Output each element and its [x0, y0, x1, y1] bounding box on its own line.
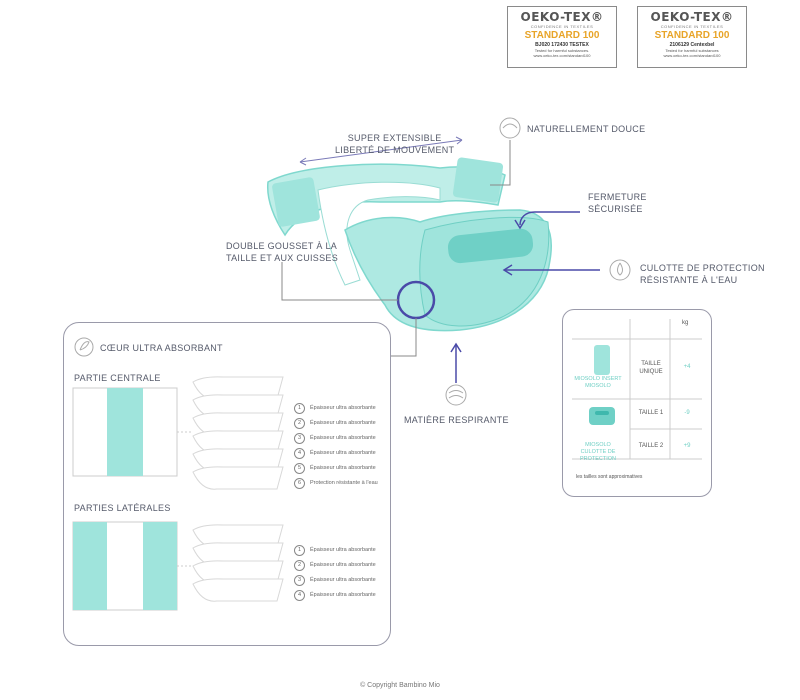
size-weight: -9 — [684, 410, 690, 416]
center-layer-label: Épaisseur ultra absorbante — [310, 465, 376, 471]
center-layer-label: Épaisseur ultra absorbante — [310, 420, 376, 426]
cert-url: www.oeko-tex.com/standard100 — [533, 53, 591, 58]
cert-number: 2106129 Centexbel — [669, 42, 715, 48]
layer-number: 5 — [294, 463, 305, 474]
cert-brand: OEKO-TEX® — [520, 10, 604, 24]
oeko-tex-certificate-1: OEKO-TEX® CONFIDENCE IN TEXTILES STANDAR… — [507, 6, 617, 68]
copyright: © Copyright Bambino Mio — [360, 682, 440, 689]
diaper-waistband — [266, 163, 506, 237]
size-label: TAILLE 2 — [638, 443, 664, 449]
cert-standard: STANDARD 100 — [654, 30, 730, 41]
center-layer-label: Épaisseur ultra absorbante — [310, 450, 376, 456]
size-weight: +9 — [683, 443, 691, 449]
cert-brand: OEKO-TEX® — [650, 10, 734, 24]
layer-number: 6 — [294, 478, 305, 489]
side-layer-label: Épaisseur ultra absorbante — [310, 592, 376, 598]
core-leader-line — [390, 318, 417, 357]
side-core-strip-right — [143, 522, 177, 610]
cert-note: Tested for harmful substances — [665, 48, 719, 53]
cert-standard: STANDARD 100 — [524, 30, 600, 41]
core-layers-diagram — [72, 376, 284, 611]
size-product-insert: MIOSOLO INSERT MIOSOLO — [574, 376, 622, 389]
callout-closure: FERMETURE SÉCURISÉE — [588, 192, 647, 214]
center-section-title: PARTIE CENTRALE — [74, 373, 161, 383]
cert-tagline: CONFIDENCE IN TEXTILES — [530, 24, 594, 29]
cover-product-image — [589, 407, 615, 425]
closure-arrow — [519, 211, 580, 226]
left-tab — [272, 177, 320, 227]
cotton-icon — [499, 117, 521, 139]
layer-number: 2 — [294, 418, 305, 429]
center-layer-label: Épaisseur ultra absorbante — [310, 435, 376, 441]
size-chart-box — [562, 309, 712, 497]
side-layer-stack — [192, 524, 284, 602]
air-flow-icon — [445, 384, 467, 406]
center-core-strip — [107, 388, 143, 476]
layer-number: 4 — [294, 448, 305, 459]
layer-number: 1 — [294, 403, 305, 414]
soft-leader-line — [490, 140, 511, 186]
size-label: TAILLE UNIQUE — [639, 361, 663, 375]
layer-number: 1 — [294, 545, 305, 556]
size-weight: +4 — [683, 364, 691, 370]
gusset-leader-line — [281, 262, 398, 301]
callout-breathable: MATIÈRE RESPIRANTE — [404, 415, 509, 425]
side-layer-label: Épaisseur ultra absorbante — [310, 577, 376, 583]
callout-gusset: DOUBLE GOUSSET À LA TAILLE ET AUX CUISSE… — [226, 241, 339, 263]
size-footnote: les tailles sont approximatives — [576, 474, 643, 480]
cert-tagline: CONFIDENCE IN TEXTILES — [660, 24, 724, 29]
side-section-title: PARTIES LATÉRALES — [74, 503, 171, 513]
size-label: TAILLE 1 — [638, 410, 664, 416]
layer-number: 3 — [294, 433, 305, 444]
layer-number: 4 — [294, 590, 305, 601]
cert-note: Tested for harmful substances. — [534, 48, 590, 53]
center-layer-stack — [192, 376, 284, 490]
side-core-strip-left — [73, 522, 107, 610]
insert-product-image — [594, 345, 610, 375]
cert-url: www.oeko-tex.com/standard100 — [663, 53, 721, 58]
core-title: CŒUR ULTRA ABSORBANT — [100, 343, 223, 353]
stretch-arrow — [299, 139, 463, 163]
layer-number: 3 — [294, 575, 305, 586]
size-chart-grid — [572, 319, 702, 460]
callout-soft: NATURELLEMENT DOUCE — [527, 124, 646, 134]
layer-number: 2 — [294, 560, 305, 571]
closure-strip — [447, 228, 534, 264]
size-product-cover: MIOSOLO CULOTTE DE PROTECTION — [579, 442, 617, 462]
callout-waterproof: CULOTTE DE PROTECTION RÉSISTANTE À L'EAU — [640, 263, 765, 285]
leaf-icon — [74, 337, 94, 357]
side-layer-label: Épaisseur ultra absorbante — [310, 547, 376, 553]
cert-number: BJ020 172430 TESTEX — [535, 42, 589, 48]
right-tab — [452, 157, 504, 203]
side-layer-label: Épaisseur ultra absorbante — [310, 562, 376, 568]
center-layer-label: Épaisseur ultra absorbante — [310, 405, 376, 411]
water-drop-icon — [609, 259, 631, 281]
center-layer-label: Protection résistante à l'eau — [310, 480, 378, 486]
diaper-inner-lining — [317, 181, 441, 286]
oeko-tex-certificate-2: OEKO-TEX® CONFIDENCE IN TEXTILES STANDAR… — [637, 6, 747, 68]
size-unit-header: kg — [682, 320, 689, 326]
callout-stretch: SUPER EXTENSIBLE LIBERTÉ DE MOUVEMENT — [335, 133, 455, 155]
